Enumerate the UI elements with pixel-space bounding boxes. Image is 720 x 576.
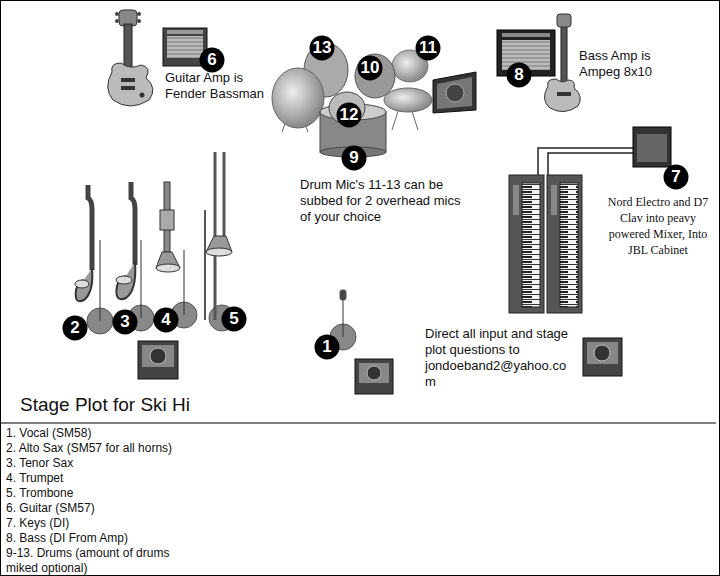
table-cell: 8. Bass (DI From Amp): [6, 531, 173, 546]
callout-text: 13: [309, 35, 335, 61]
callout-text: 10: [357, 55, 383, 81]
table-cell: 1. Vocal (SM58): [6, 426, 173, 441]
tenor-sax: [116, 182, 135, 299]
mic-stands: [87, 240, 356, 350]
table-cell: 4. Trumpet: [6, 471, 173, 486]
callout-number: 11: [415, 35, 441, 61]
contact-note: Direct all input and stage plot question…: [425, 326, 575, 390]
keys-amp: [538, 127, 671, 176]
table-cell: 5. Trombone: [6, 486, 173, 501]
drum-note: Drum Mic's 11-13 can be subbed for 2 ove…: [300, 177, 470, 225]
callout-text: 11: [415, 35, 441, 61]
guitar: [108, 10, 153, 106]
callout-text: 4: [153, 307, 179, 333]
trombone: [205, 152, 232, 320]
callout-text: 6: [199, 47, 225, 73]
callout-number: 8: [506, 62, 532, 88]
callout-text: 9: [341, 145, 367, 171]
table-cell: 9-13. Drums (amount of drums miked optio…: [6, 546, 173, 576]
callout-number: 6: [199, 47, 225, 73]
callout-number: 1: [314, 334, 340, 360]
plot-title: Stage Plot for Ski Hi: [20, 394, 190, 416]
callout-text: 8: [506, 62, 532, 88]
alto-sax: [75, 185, 92, 301]
table-cell: 7. Keys (DI): [6, 516, 173, 531]
amp-note: Guitar Amp is Fender Bassman: [165, 70, 267, 102]
callout-number: 7: [663, 164, 689, 190]
input-list: 1. Vocal (SM58)2. Alto Sax (SM57 for all…: [0, 426, 710, 576]
table-cell: 3. Tenor Sax: [6, 456, 173, 471]
trumpet: [156, 182, 180, 272]
callout-number: 10: [357, 55, 383, 81]
callout-number: 12: [336, 102, 362, 128]
callout-number: 4: [153, 307, 179, 333]
callout-text: 7: [663, 164, 689, 190]
callout-number: 9: [341, 145, 367, 171]
callout-number: 3: [112, 309, 138, 335]
floor-monitor: [433, 72, 476, 113]
keys-note: Nord Electro and D7 Clav into peavy powe…: [600, 194, 716, 258]
bass-guitar: [544, 14, 580, 112]
table-cell: 6. Guitar (SM57): [6, 501, 173, 516]
amp-note: Bass Amp is Ampeg 8x10: [579, 48, 669, 80]
callout-text: 3: [112, 309, 138, 335]
callout-text: 5: [221, 306, 247, 332]
keyboards: [509, 175, 582, 313]
callout-number: 5: [221, 306, 247, 332]
table-cell: 2. Alto Sax (SM57 for all horns): [6, 441, 173, 456]
callout-text: 12: [336, 102, 362, 128]
callout-number: 2: [62, 315, 88, 341]
callout-number: 13: [309, 35, 335, 61]
callout-text: 2: [62, 315, 88, 341]
drum-kit: [272, 43, 432, 157]
callout-text: 1: [314, 334, 340, 360]
